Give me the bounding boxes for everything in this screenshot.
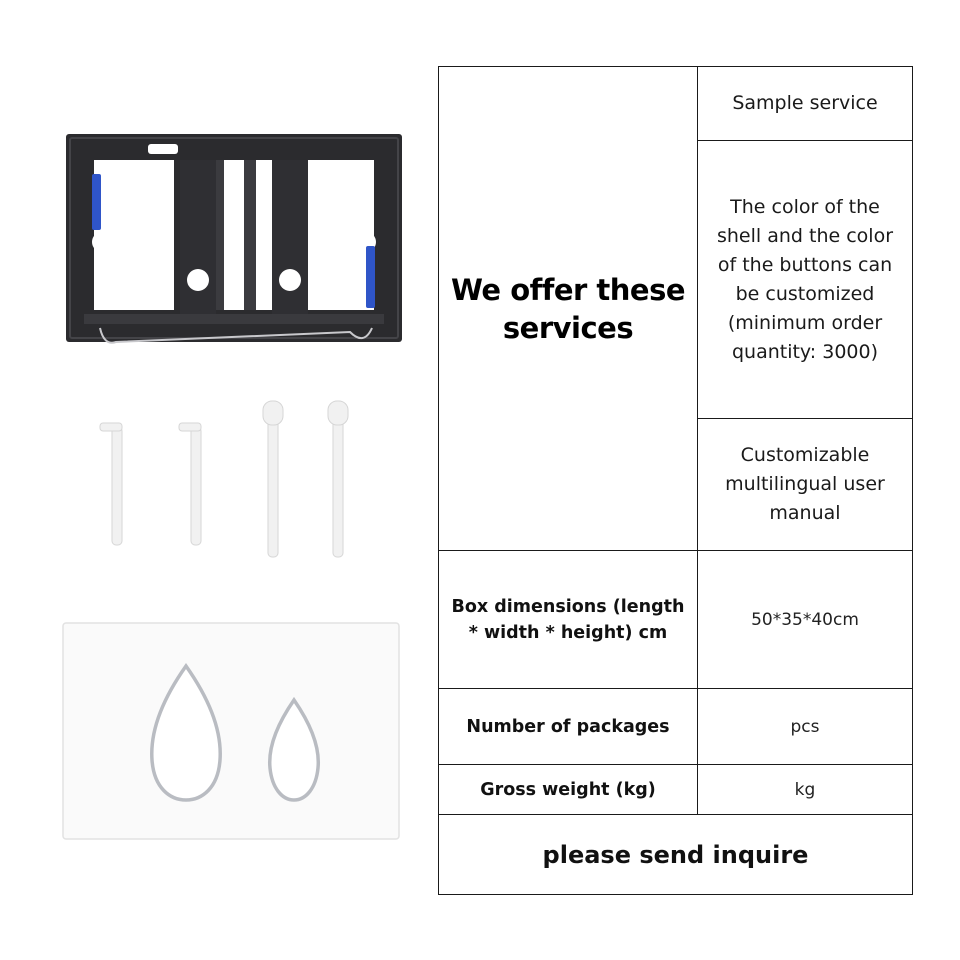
packages-label: Number of packages [466, 716, 670, 737]
connecting-rods-image [99, 400, 349, 558]
service-cell-customization: The color of the shell and the color of … [697, 140, 913, 419]
service-cell-sample: Sample service [697, 66, 913, 141]
flush-plate-image [62, 622, 400, 840]
mounting-frame-image [66, 134, 402, 344]
box-dimensions-label-cell: Box dimensions (length * width * height)… [438, 550, 698, 689]
box-dimensions-label: Box dimensions (length * width * height)… [451, 596, 685, 643]
box-dimensions-value-cell: 50*35*40cm [697, 550, 913, 689]
services-heading: We offer these services [450, 272, 686, 345]
service-customization-text: The color of the shell and the color of … [716, 195, 894, 363]
packages-value-cell: pcs [697, 688, 913, 765]
service-sample-text: Sample service [732, 92, 878, 114]
packages-label-cell: Number of packages [438, 688, 698, 765]
service-cell-manual: Customizable multilingual user manual [697, 418, 913, 551]
inquire-text: please send inquire [542, 840, 809, 869]
inquire-cell: please send inquire [438, 814, 913, 895]
gross-weight-value-cell: kg [697, 764, 913, 815]
gross-weight-value: kg [794, 779, 816, 800]
box-dimensions-value: 50*35*40cm [751, 609, 859, 630]
services-table: We offer these services Sample service T… [438, 66, 913, 895]
gross-weight-label: Gross weight (kg) [480, 779, 656, 800]
service-manual-text: Customizable multilingual user manual [725, 444, 885, 524]
packages-value: pcs [790, 716, 820, 737]
gross-weight-label-cell: Gross weight (kg) [438, 764, 698, 815]
services-heading-cell: We offer these services [438, 66, 698, 551]
